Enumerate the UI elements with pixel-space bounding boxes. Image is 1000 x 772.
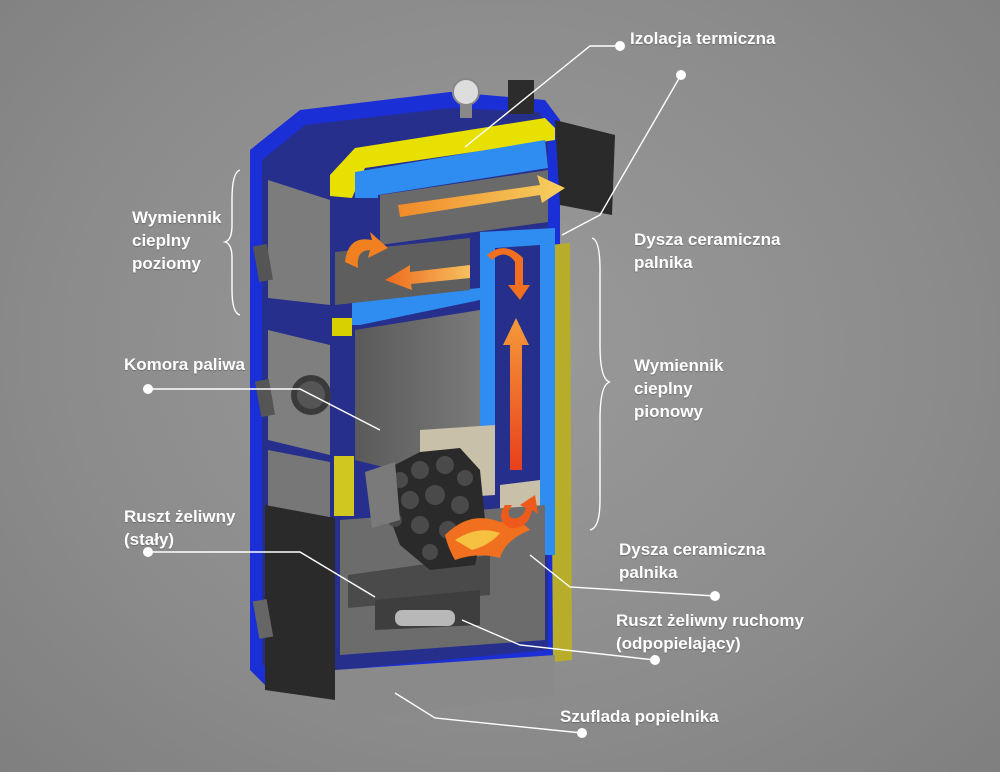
leader-dysza-bot <box>529 554 716 597</box>
label-line: palnika <box>619 563 678 582</box>
insulation-layer <box>330 118 572 662</box>
label-line: Ruszt żeliwny ruchomy <box>616 611 804 630</box>
label-izolacja-termiczna: Izolacja termiczna <box>630 27 776 50</box>
leader-izolacja <box>464 45 620 148</box>
leader-szuflada <box>394 692 583 734</box>
leader-dysza-top <box>561 74 682 236</box>
label-komora-paliwa: Komora paliwa <box>124 353 245 376</box>
label-line: (odpopielający) <box>616 634 741 653</box>
label-dysza-ceramiczna-bottom: Dysza ceramiczna palnika <box>619 538 765 584</box>
label-ruszt-ruchomy: Ruszt żeliwny ruchomy (odpopielający) <box>616 609 804 655</box>
label-szuflada-popielnika: Szuflada popielnika <box>560 705 719 728</box>
front-doors <box>252 180 335 700</box>
leader-ruszt-ruchomy <box>461 619 656 661</box>
label-ruszt-staly: Ruszt żeliwny (stały) <box>124 505 235 551</box>
label-line: poziomy <box>132 254 201 273</box>
bracket-wymiennik-poziomy <box>222 169 241 316</box>
leader-komora <box>148 388 381 431</box>
label-line: Wymiennik <box>132 208 222 227</box>
flue-gas-arrow-left <box>385 265 470 290</box>
label-line: Dysza ceramiczna <box>634 230 781 249</box>
label-line: Wymiennik <box>634 356 724 375</box>
label-line: Szuflada popielnika <box>560 707 719 726</box>
water-jacket <box>352 140 555 555</box>
label-line: Komora paliwa <box>124 355 245 374</box>
label-line: (stały) <box>124 530 175 549</box>
bracket-wymiennik-pionowy <box>589 237 611 531</box>
label-dysza-ceramiczna-top: Dysza ceramiczna palnika <box>634 228 780 274</box>
label-line: cieplny <box>634 379 693 398</box>
label-wymiennik-poziomy: Wymiennik cieplny poziomy <box>132 206 221 275</box>
label-line: cieplny <box>132 231 191 250</box>
leader-ruszt-staly <box>148 551 376 598</box>
flue-gas-arrow-up <box>503 318 529 470</box>
label-line: Dysza ceramiczna <box>619 540 766 559</box>
leader-lines <box>148 45 716 734</box>
flow-arrows <box>345 175 565 529</box>
label-wymiennik-pionowy: Wymiennik cieplny pionowy <box>634 354 723 423</box>
label-line: palnika <box>634 253 693 272</box>
label-line: Ruszt żeliwny <box>124 507 236 526</box>
flue-gas-arrow-top <box>398 175 565 217</box>
label-izolacja-text: Izolacja termiczna <box>630 29 776 48</box>
top-fittings <box>452 78 615 215</box>
flames <box>445 518 530 560</box>
label-line: pionowy <box>634 402 703 421</box>
leader-dots <box>143 41 720 738</box>
